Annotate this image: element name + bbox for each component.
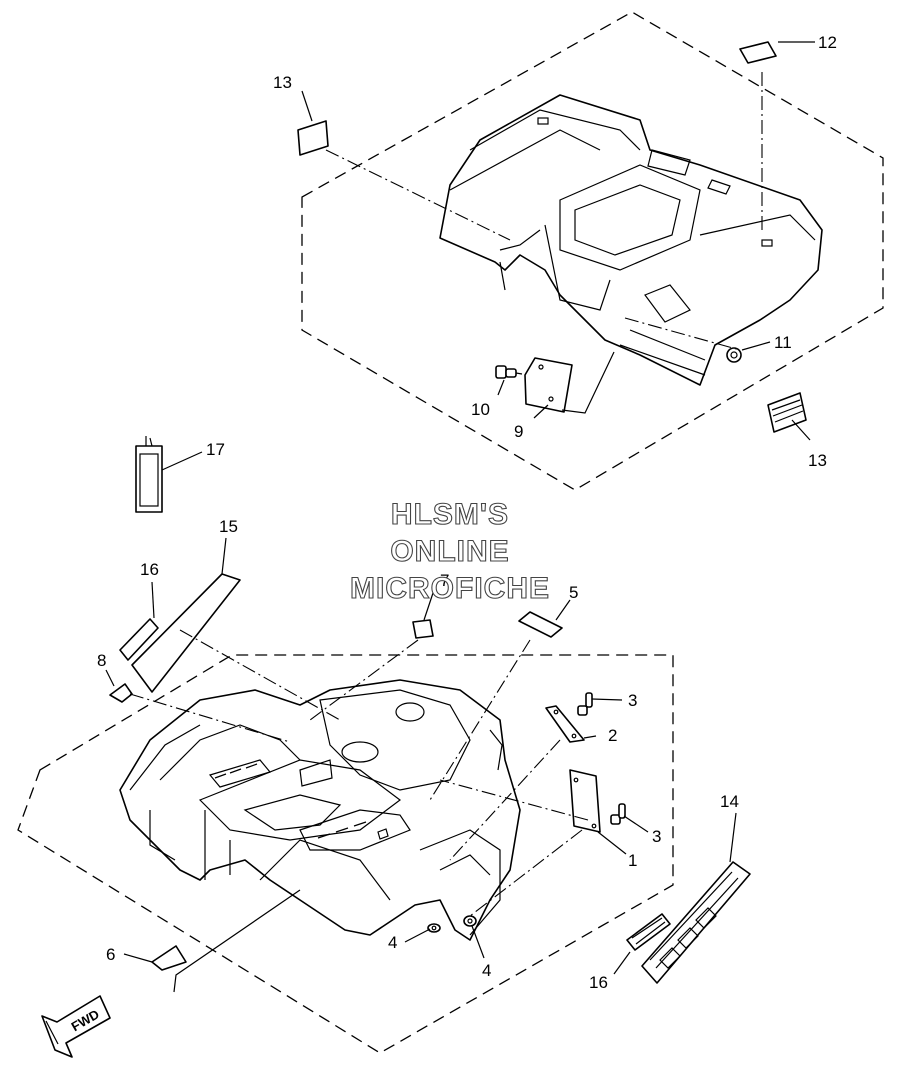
callout-11: 11	[774, 333, 792, 352]
callout-1: 1	[628, 851, 637, 870]
callout-15: 15	[219, 517, 238, 536]
part-11-grommet	[726, 347, 742, 363]
callout-16-lower: 16	[589, 973, 608, 992]
part-14-decal	[641, 861, 751, 984]
callout-8: 8	[97, 651, 106, 670]
callout-2: 2	[608, 726, 617, 745]
part-17-decal	[135, 436, 163, 513]
callout-13-upper: 13	[273, 73, 292, 92]
part-16-decal-lower	[626, 913, 671, 951]
rear-group-outline	[301, 11, 884, 491]
part-3-rivet-lower	[610, 803, 626, 825]
callout-3-lower: 3	[652, 827, 661, 846]
callout-3-upper: 3	[628, 691, 637, 710]
rear-fender-icon	[439, 94, 823, 386]
callout-labels: 13 12 11 10 9 13 17 15 16 7 5 8 3 2 3 1 …	[97, 33, 837, 992]
watermark-line-1: HLSM'S	[391, 498, 509, 531]
callout-16-upper: 16	[140, 560, 159, 579]
part-3-rivet-upper	[577, 692, 593, 716]
part-4-grommet-left	[427, 923, 441, 933]
callout-17: 17	[206, 440, 225, 459]
callout-12: 12	[818, 33, 837, 52]
part-1-cover	[569, 769, 601, 833]
part-5-label	[518, 611, 563, 638]
part-12-label	[739, 41, 777, 64]
front-group-outline	[17, 654, 674, 1054]
callout-4-right: 4	[482, 961, 491, 980]
part-8-emblem	[109, 683, 133, 703]
front-fender-icon	[119, 679, 521, 941]
part-9-plate	[524, 357, 573, 413]
part-13-label-upper	[297, 120, 329, 156]
callout-6: 6	[106, 945, 115, 964]
callout-leaders	[105, 41, 815, 975]
part-2-plate	[545, 705, 585, 743]
callout-10: 10	[471, 400, 490, 419]
callout-5: 5	[569, 583, 578, 602]
watermark: HLSM'S ONLINE MICROFICHE	[349, 497, 550, 605]
rear-fender-group	[297, 11, 884, 491]
callout-14: 14	[720, 792, 739, 811]
callout-7: 7	[440, 571, 449, 590]
watermark-line-2: ONLINE	[390, 535, 509, 568]
part-7-label	[412, 619, 434, 639]
part-6-label	[151, 945, 187, 971]
front-fender-group	[17, 573, 674, 1054]
part-10-rivet	[495, 365, 523, 379]
callout-4-left: 4	[388, 933, 397, 952]
fwd-arrow-icon: FWD	[41, 995, 111, 1058]
callout-13-lower: 13	[808, 451, 827, 470]
watermark-line-3: MICROFICHE	[350, 572, 550, 605]
part-4-grommet-right	[463, 915, 477, 927]
callout-9: 9	[514, 422, 523, 441]
part-16-decal-upper	[119, 618, 159, 661]
part-13-emblem-lower	[767, 392, 807, 433]
